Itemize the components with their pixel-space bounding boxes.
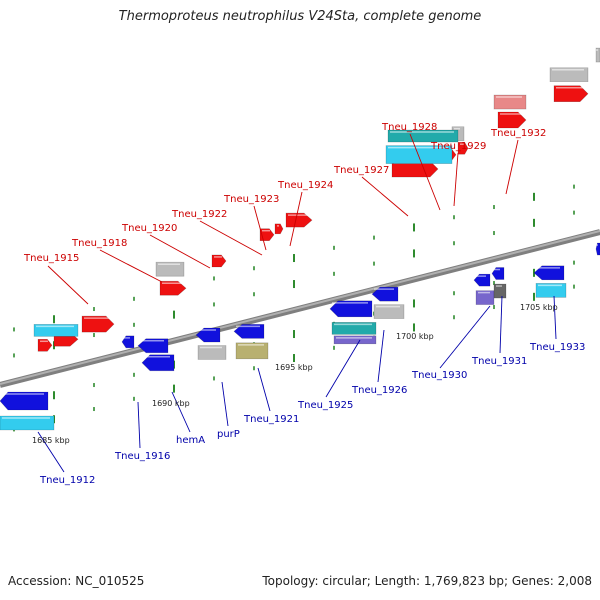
gene-arrow: [457, 141, 469, 155]
gene-arrow: [155, 261, 185, 277]
scale-label-1690: 1690 kbp: [152, 399, 190, 408]
gene-label-tneu-1925[interactable]: Tneu_1925: [297, 400, 353, 411]
gene-arrow: [137, 338, 169, 354]
gene-label-purp[interactable]: purP: [217, 429, 240, 440]
scale-label-1695: 1695 kbp: [275, 363, 313, 372]
gene-arrow: [333, 335, 377, 345]
gene-arrow: [37, 339, 53, 352]
gene-arrow: [497, 111, 527, 129]
gene-label-tneu-1918[interactable]: Tneu_1918: [71, 238, 127, 249]
gene-features: [0, 47, 600, 431]
scale-label-1705: 1705 kbp: [520, 303, 558, 312]
gene-label-tneu-1927[interactable]: Tneu_1927: [333, 165, 389, 176]
leader-line-bottom: [257, 367, 271, 412]
genome-track-highlight: [0, 230, 600, 385]
leader-line-top: [505, 139, 519, 195]
gene-arrow: [233, 324, 265, 339]
gene-arrow: [329, 300, 373, 318]
gene-label-tneu-1932[interactable]: Tneu_1932: [490, 128, 546, 139]
gene-arrow: [141, 354, 175, 372]
gene-arrow: [387, 129, 459, 143]
gene-label-tneu-1933[interactable]: Tneu_1933: [529, 342, 585, 353]
map-title: Thermoproteus neutrophilus V24Sta, compl…: [118, 9, 482, 24]
gene-label-tneu-1928[interactable]: Tneu_1928: [381, 122, 437, 133]
genome-summary-text: Topology: circular; Length: 1,769,823 bp…: [262, 574, 592, 588]
gene-label-tneu-1930[interactable]: Tneu_1930: [411, 370, 467, 381]
leader-line-bottom: [499, 295, 503, 354]
scale-label-1685: 1685 kbp: [32, 436, 70, 445]
gene-arrow: [0, 415, 55, 431]
gene-arrow: [371, 286, 399, 302]
leader-line-bottom: [439, 305, 491, 369]
gene-arrow: [331, 322, 377, 335]
leader-line-top: [47, 265, 89, 305]
gene-arrow: [373, 304, 405, 319]
gene-label-tneu-1916[interactable]: Tneu_1916: [114, 451, 170, 462]
gene-label-tneu-1924[interactable]: Tneu_1924: [277, 180, 333, 191]
gene-arrow: [211, 254, 227, 268]
label-leader-lines: [37, 133, 557, 473]
gene-arrow: [473, 273, 491, 287]
leader-line-bottom: [221, 381, 229, 427]
gene-label-tneu-1931[interactable]: Tneu_1931: [471, 356, 527, 367]
leader-line-top: [253, 205, 267, 251]
gene-arrow: [285, 212, 313, 228]
gene-arrow: [549, 67, 589, 83]
gene-label-tneu-1912[interactable]: Tneu_1912: [39, 475, 95, 486]
leader-line-top: [289, 191, 303, 247]
gene-label-tneu-1915[interactable]: Tneu_1915: [23, 253, 79, 264]
scale-label-1700: 1700 kbp: [396, 332, 434, 341]
gene-arrow: [197, 345, 227, 360]
gene-arrow: [493, 94, 527, 110]
gene-arrow: [195, 327, 221, 343]
leader-line-bottom: [377, 329, 385, 383]
gene-arrow: [259, 228, 275, 241]
gene-arrow: [533, 265, 565, 281]
leader-line-bottom: [553, 295, 557, 340]
leader-line-top: [409, 133, 441, 211]
gene-arrow: [491, 267, 505, 280]
gene-arrow: [0, 391, 49, 411]
leader-line-top: [361, 176, 409, 217]
gene-arrow: [33, 324, 79, 337]
gene-arrow: [595, 47, 600, 63]
gene-arrow: [385, 145, 453, 164]
gene-arrow: [159, 280, 187, 296]
leader-line-top: [99, 249, 163, 283]
gene-arrow: [235, 342, 269, 360]
leader-line-bottom: [137, 401, 141, 449]
gene-arrow: [121, 335, 135, 349]
gene-label-hema[interactable]: hemA: [176, 435, 205, 446]
gene-arrow: [81, 315, 115, 333]
gene-label-tneu-1920[interactable]: Tneu_1920: [121, 223, 177, 234]
leader-line-top: [149, 234, 211, 269]
gene-arrow: [493, 283, 507, 299]
gene-label-tneu-1923[interactable]: Tneu_1923: [223, 194, 279, 205]
leader-line-bottom: [171, 391, 191, 433]
leader-line-top: [199, 220, 263, 256]
leader-line-top: [453, 152, 459, 207]
accession-text: Accession: NC_010525: [8, 574, 145, 588]
gene-label-tneu-1921[interactable]: Tneu_1921: [243, 414, 299, 425]
gene-label-tneu-1926[interactable]: Tneu_1926: [351, 385, 407, 396]
leader-line-bottom: [37, 431, 65, 473]
gene-arrow: [553, 85, 589, 103]
gene-label-tneu-1929[interactable]: Tneu_1929: [430, 141, 486, 152]
gene-label-tneu-1922[interactable]: Tneu_1922: [171, 209, 227, 220]
gene-arrow: [475, 290, 495, 305]
gene-arrow: [535, 283, 567, 298]
leader-line-bottom: [325, 339, 361, 398]
